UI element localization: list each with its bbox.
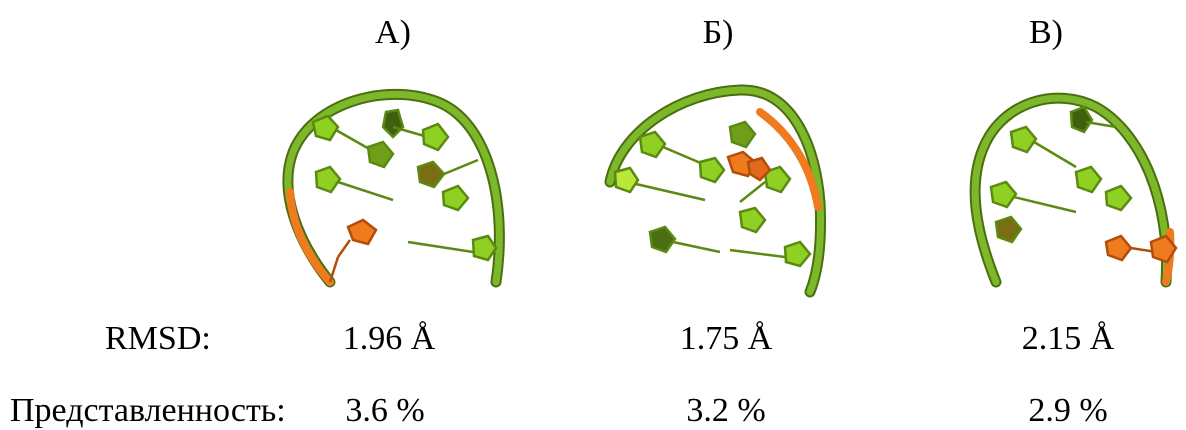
highlight-segment-a [286,188,334,286]
rna-structure-c [969,92,1178,288]
representation-value-a: 3.6 % [345,392,425,429]
panel-label-c: В) [1029,14,1063,51]
rmsd-label: RMSD: [105,320,211,357]
rna-structure-b [604,84,826,298]
panel-label-a: А) [375,14,411,51]
panel-label-b: Б) [702,14,734,51]
highlight-segment-b [756,108,822,211]
rmsd-value-a: 1.96 Å [342,320,436,357]
representation-value-b: 3.2 % [686,392,766,429]
rmsd-value-b: 1.75 Å [679,320,773,357]
representation-label: Представленность: [10,392,286,429]
rna-structure-a [282,88,505,288]
rmsd-value-c: 2.15 Å [1021,320,1115,357]
representation-value-c: 2.9 % [1028,392,1108,429]
